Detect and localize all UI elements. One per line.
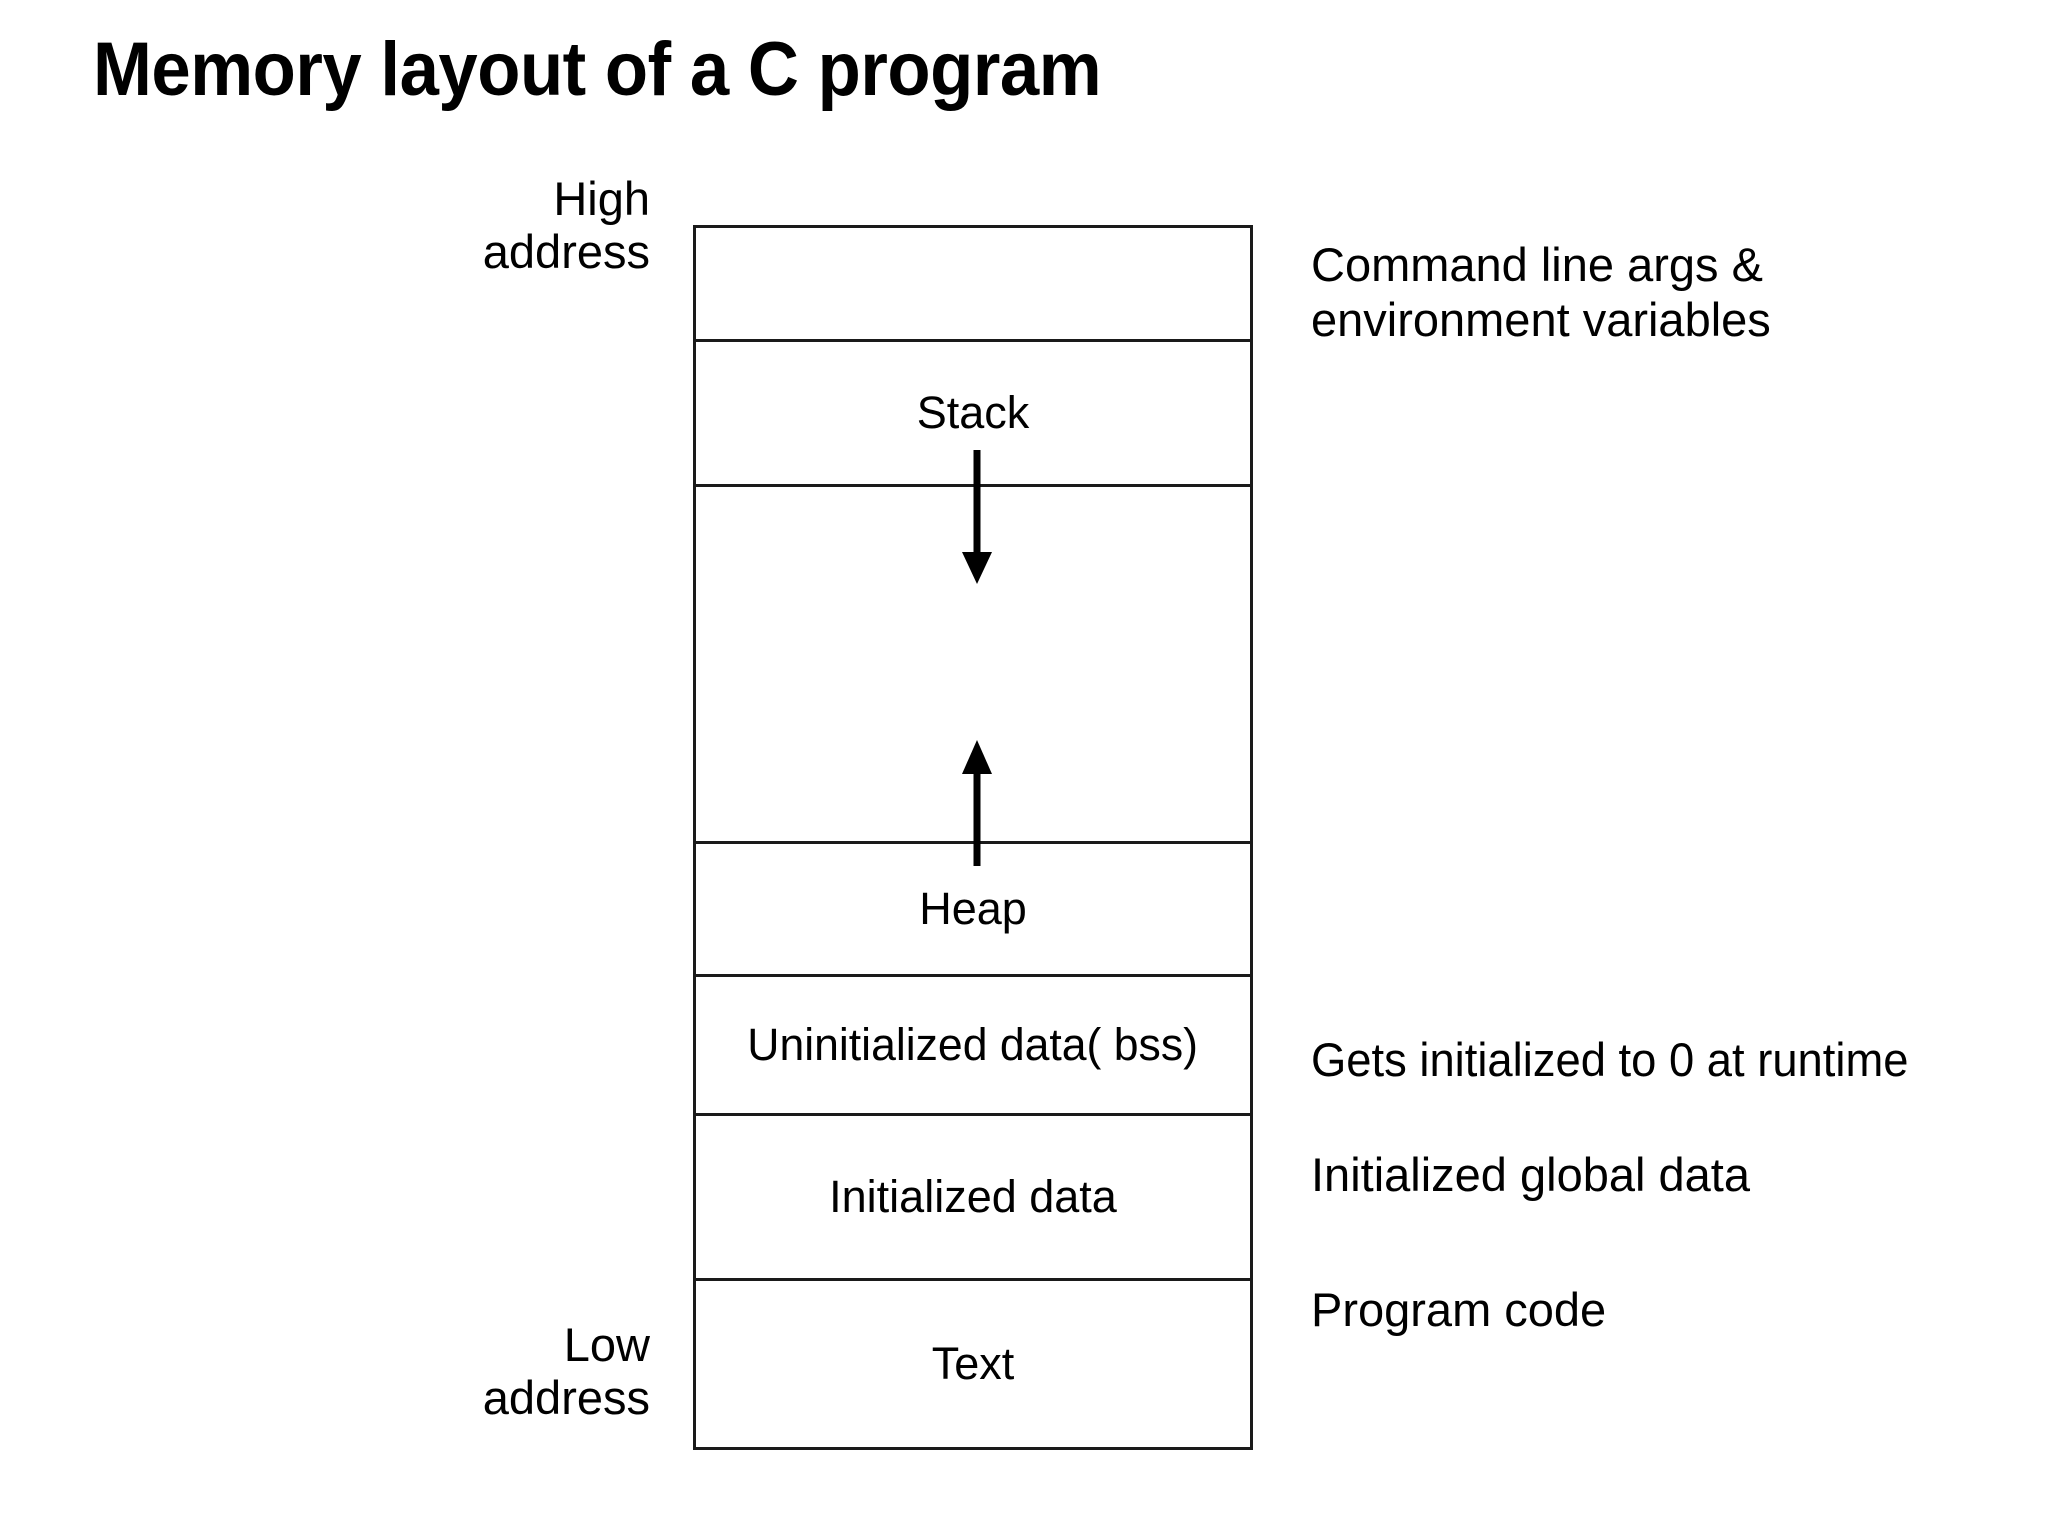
memory-segment-label: Uninitialized data( bss) [747, 1019, 1199, 1071]
memory-segment-command-line-args [696, 228, 1250, 342]
memory-segment-uninitialized-data: Uninitialized data( bss) [696, 977, 1250, 1116]
memory-segment-free-space [696, 487, 1250, 844]
high-address-label: High address [482, 172, 650, 279]
memory-segment-label: Text [931, 1338, 1015, 1390]
memory-segment-heap: Heap [696, 844, 1250, 977]
memory-segment-text: Text [696, 1281, 1250, 1447]
arrow-down-icon [962, 450, 992, 584]
page-title: Memory layout of a C program [93, 27, 1102, 112]
memory-segment-label: Initialized data [829, 1171, 1117, 1223]
memory-segment-stack: Stack [696, 342, 1250, 487]
low-address-label: Low address [482, 1318, 650, 1425]
memory-segment-label: Stack [916, 387, 1030, 439]
annotation-text-segment: Program code [1311, 1283, 1607, 1336]
memory-segment-initialized-data: Initialized data [696, 1116, 1250, 1281]
arrow-up-icon [962, 740, 992, 866]
annotation-uninitialized-data: Gets initialized to 0 at runtime [1311, 1033, 1909, 1086]
memory-segment-label: Heap [919, 883, 1027, 935]
annotation-command-line-args: Command line args & environment variable… [1311, 238, 1771, 346]
annotation-initialized-data: Initialized global data [1311, 1148, 1750, 1201]
memory-layout-diagram: Stack Heap Uninitialized data( bss) Init… [693, 225, 1253, 1450]
